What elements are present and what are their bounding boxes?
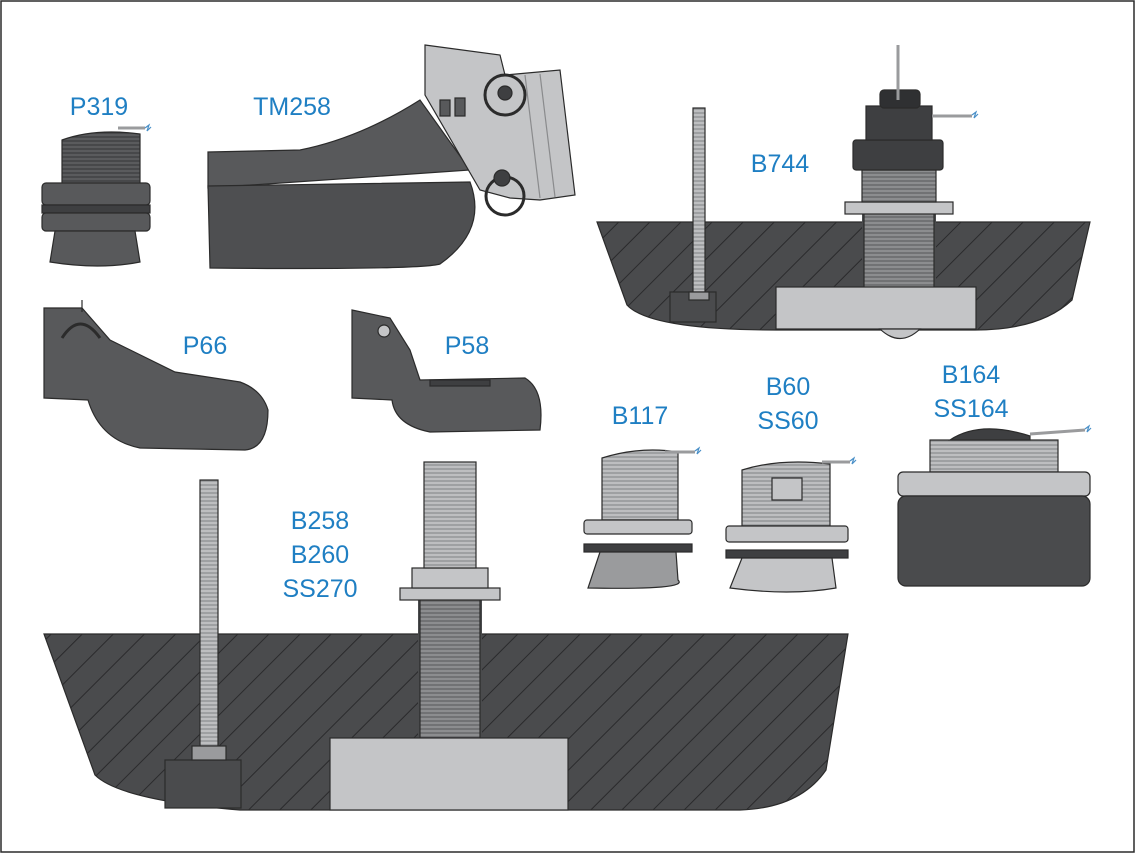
label-b258: B258 B260 SS270 [282,507,358,603]
label-tm258: TM258 [253,93,331,121]
p319-transducer [41,123,152,267]
label-b744: B744 [750,150,810,178]
tm258-transducer [207,44,576,270]
b258-transducer [43,461,849,811]
label-p319: P319 [69,93,129,121]
label-b117: B117 [611,402,669,430]
p58-transducer [351,309,542,433]
label-p58: P58 [444,332,490,360]
p66-transducer [43,300,269,451]
label-b164: B164 SS164 [933,361,1009,423]
b117-transducer [583,446,702,589]
b60-transducer [725,456,857,593]
label-b60: B60 SS60 [757,373,819,435]
b744-transducer [596,45,1091,340]
b164-transducer [897,424,1092,587]
label-p66: P66 [182,332,228,360]
